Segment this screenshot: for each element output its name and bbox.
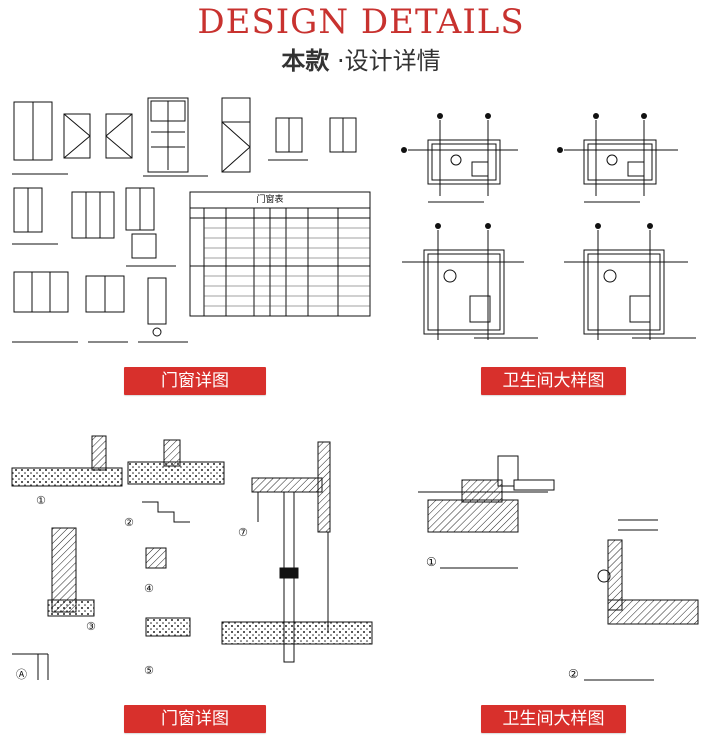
detail-label-a: Ⓐ xyxy=(16,668,27,681)
door-window-details-button-top[interactable]: 门窗详图 xyxy=(124,367,266,395)
bath-section-label-1: ① xyxy=(426,555,437,569)
detail-label-5: ⑤ xyxy=(144,664,154,677)
detail-label-2: ② xyxy=(124,516,134,529)
bathroom-sections: ① ② xyxy=(418,455,699,681)
bath-section-label-2: ② xyxy=(568,667,579,681)
title-chinese-rest: ·设计详情 xyxy=(337,47,441,75)
bathroom-detail-button-bottom[interactable]: 卫生间大样图 xyxy=(481,705,626,733)
title-chinese-strong: 本款 xyxy=(281,47,330,75)
construction-details: ① ② ③ ④ ⑤ ⑦ Ⓐ xyxy=(11,435,373,681)
bathroom-plans xyxy=(401,113,696,340)
detail-label-1: ① xyxy=(36,494,46,507)
door-window-table-title: 门窗表 xyxy=(256,193,283,205)
detail-label-4: ④ xyxy=(144,582,154,595)
detail-label-3: ③ xyxy=(86,620,96,633)
title-english: DESIGN DETAILS xyxy=(197,2,525,42)
bathroom-sections-panel: ① ② xyxy=(418,440,716,690)
bathroom-detail-button-top[interactable]: 卫生间大样图 xyxy=(481,367,626,395)
construction-details-panel: ① ② ③ ④ ⑤ ⑦ Ⓐ xyxy=(8,432,374,690)
door-window-details-button-bottom[interactable]: 门窗详图 xyxy=(124,705,266,733)
bathroom-plans-panel xyxy=(388,100,716,350)
title-chinese: 本款 ·设计详情 xyxy=(0,45,722,77)
door-window-drawings-panel: 门窗表 xyxy=(8,92,373,350)
detail-label-7: ⑦ xyxy=(238,526,248,539)
door-window-drawings: 门窗表 xyxy=(12,97,371,343)
